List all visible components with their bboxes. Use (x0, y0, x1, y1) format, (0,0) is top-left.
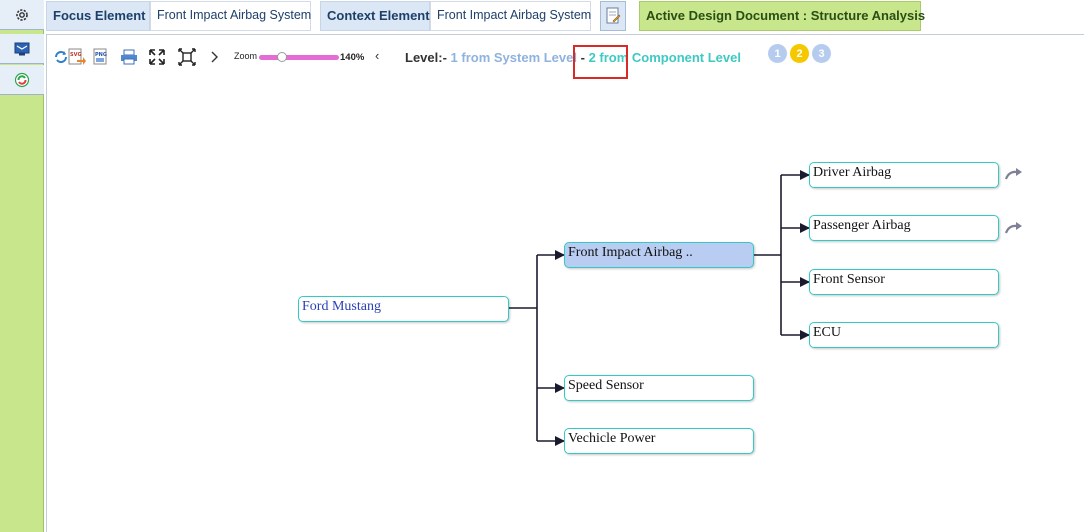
zoom-value: 140% (340, 52, 365, 63)
print-button[interactable] (119, 47, 139, 67)
print-icon (121, 49, 137, 65)
expand-link-icon[interactable] (1005, 168, 1023, 180)
export-svg-icon: SVG (68, 48, 86, 65)
node-ecu[interactable]: ECU (809, 322, 999, 348)
zoom-slider-thumb[interactable] (277, 52, 287, 62)
tree-connectors (508, 170, 810, 446)
node-front-sensor[interactable]: Front Sensor (809, 269, 999, 295)
active-design-document: Active Design Document : Structure Analy… (639, 1, 925, 31)
expand-link-icon[interactable] (1005, 222, 1023, 234)
node-passenger-airbag[interactable]: Passenger Airbag (809, 215, 999, 241)
fit-to-screen-button[interactable] (177, 47, 197, 67)
zoom-label: Zoom (234, 51, 258, 61)
focus-element-value: Front Impact Airbag System (150, 1, 311, 31)
context-element-value: Front Impact Airbag System (430, 1, 591, 31)
zoom-slider-track[interactable] (259, 55, 339, 60)
export-png-button[interactable]: PNG (92, 47, 112, 67)
level-badge-1[interactable]: 1 (768, 44, 787, 63)
level-badge-2[interactable]: 2 (790, 44, 809, 63)
focus-element-label: Focus Element : (46, 1, 153, 31)
edit-document-button[interactable] (600, 1, 626, 31)
node-driver-airbag[interactable]: Driver Airbag (809, 162, 999, 188)
chevron-right-icon (211, 51, 218, 63)
refresh-button[interactable] (51, 47, 71, 67)
settings-button[interactable] (0, 0, 44, 30)
zoom-prev-icon[interactable]: ‹ (375, 48, 380, 63)
svg-text:SVG: SVG (70, 52, 82, 58)
highlight-box (573, 45, 628, 79)
view-button[interactable] (0, 34, 44, 64)
level-separator: - (580, 50, 585, 65)
level-label: Level:- (405, 50, 447, 65)
gear-icon (16, 8, 28, 21)
node-ford-mustang[interactable]: Ford Mustang (298, 296, 509, 322)
export-svg-button[interactable]: SVG (67, 47, 87, 67)
top-bar: Focus Element : Front Impact Airbag Syst… (44, 0, 1084, 34)
refresh-icon (55, 51, 67, 63)
refresh-circle-icon (14, 72, 30, 87)
refresh-structure-button[interactable] (0, 65, 44, 95)
node-front-impact-airbag[interactable]: Front Impact Airbag .. (564, 242, 754, 268)
structure-canvas: SVG PNG (46, 34, 1084, 532)
context-element-label: Context Element (320, 1, 430, 31)
left-rail (0, 0, 44, 532)
monitor-icon (14, 42, 30, 55)
edit-document-icon (606, 7, 621, 24)
level-system-link[interactable]: 1 from System Level (450, 50, 577, 65)
export-png-icon: PNG (93, 48, 107, 65)
next-button[interactable] (205, 47, 225, 67)
node-speed-sensor[interactable]: Speed Sensor (564, 375, 754, 401)
level-badge-3[interactable]: 3 (812, 44, 831, 63)
svg-text:PNG: PNG (95, 52, 107, 58)
fit-icon (178, 48, 196, 66)
expand-icon (149, 49, 165, 65)
expand-button[interactable] (147, 47, 167, 67)
node-vehicle-power[interactable]: Vechicle Power (564, 428, 754, 454)
